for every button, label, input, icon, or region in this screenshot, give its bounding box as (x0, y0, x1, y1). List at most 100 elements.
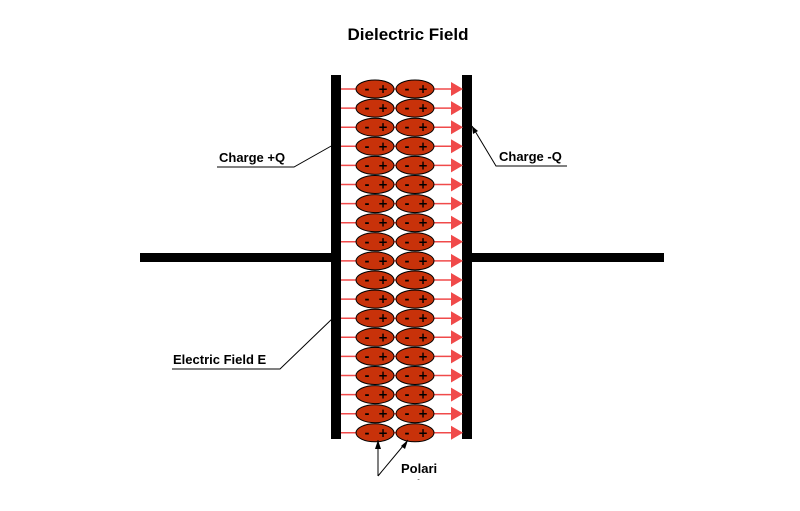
negative-sign: - (405, 254, 410, 268)
negative-sign: - (365, 216, 370, 230)
negative-sign: - (365, 139, 370, 153)
field-arrowhead (451, 139, 463, 154)
molecule-body (395, 117, 435, 137)
positive-sign: + (378, 254, 388, 268)
negative-sign: - (365, 101, 370, 115)
polarized-molecule: -+ (355, 385, 395, 405)
molecule-body (355, 98, 395, 118)
polarized-molecule: -+ (355, 270, 395, 290)
negative-sign: - (405, 426, 410, 440)
negative-sign: - (365, 407, 370, 421)
positive-sign: + (378, 82, 388, 96)
field-arrowhead (451, 82, 463, 96)
positive-sign: + (378, 235, 388, 249)
negative-sign: - (365, 349, 370, 363)
molecule-body (395, 385, 435, 405)
polarized-molecule: -+ (395, 117, 435, 137)
charge-negative-arrowhead (472, 126, 478, 134)
positive-plate (331, 75, 341, 439)
molecule-body (355, 404, 395, 424)
molecule-body (395, 98, 435, 118)
polarized-molecule: -+ (395, 251, 435, 271)
negative-sign: - (405, 273, 410, 287)
polarized-molecule: -+ (395, 404, 435, 424)
molecule-body (355, 251, 395, 271)
negative-sign: - (405, 235, 410, 249)
polarized-molecule: -+ (395, 79, 435, 99)
negative-sign: - (405, 388, 410, 402)
molecule-body (395, 270, 435, 290)
polarized-molecule: -+ (355, 366, 395, 385)
molecule-body (395, 327, 435, 347)
positive-sign: + (378, 388, 388, 402)
polarized-molecule: -+ (395, 155, 435, 175)
molecule-body (355, 155, 395, 175)
positive-sign: + (418, 120, 428, 134)
field-arrowhead (451, 330, 463, 345)
polarized-molecule: -+ (395, 232, 435, 252)
polarized-molecule: -+ (355, 232, 395, 252)
positive-sign: + (378, 369, 388, 383)
negative-sign: - (405, 216, 410, 230)
positive-sign: + (418, 101, 428, 115)
molecule-body (355, 136, 395, 156)
positive-sign: + (378, 158, 388, 172)
positive-sign: + (418, 292, 428, 306)
polarized-molecule: -+ (355, 117, 395, 137)
positive-sign: + (418, 197, 428, 211)
field-arrowhead (451, 349, 463, 364)
negative-sign: - (405, 101, 410, 115)
negative-sign: - (405, 120, 410, 134)
molecule-body (355, 289, 395, 309)
field-arrowhead (451, 196, 463, 211)
polarized-molecule: -+ (395, 270, 435, 290)
negative-sign: - (405, 349, 410, 363)
positive-sign: + (418, 178, 428, 192)
negative-sign: - (365, 254, 370, 268)
positive-sign: + (378, 139, 388, 153)
label-mask-bottom (380, 482, 490, 502)
molecule-body (355, 327, 395, 347)
field-arrowhead (451, 368, 463, 383)
polarized-molecule: -+ (395, 98, 435, 118)
positive-sign: + (418, 216, 428, 230)
molecule-body (355, 232, 395, 252)
charge-positive-label: Charge +Q (219, 150, 285, 165)
negative-sign: - (405, 139, 410, 153)
negative-sign: - (365, 120, 370, 134)
polarized-molecule: -+ (395, 346, 435, 366)
negative-sign: - (405, 407, 410, 421)
electric-field-label: Electric Field E (173, 352, 267, 367)
molecule-body (355, 213, 395, 233)
molecule-body (395, 366, 435, 385)
molecule-body (395, 289, 435, 309)
positive-sign: + (418, 388, 428, 402)
positive-sign: + (418, 407, 428, 421)
molecule-body (355, 117, 395, 137)
negative-sign: - (405, 158, 410, 172)
positive-sign: + (418, 82, 428, 96)
left-wire (140, 253, 332, 262)
positive-sign: + (378, 178, 388, 192)
field-arrowhead (451, 120, 463, 135)
molecule-body (395, 232, 435, 252)
polarized-molecule: -+ (355, 194, 395, 214)
field-arrowhead (451, 387, 463, 402)
molecule-body (395, 194, 435, 214)
negative-sign: - (405, 369, 410, 383)
molecule-body (395, 155, 435, 175)
field-arrowhead (451, 406, 463, 421)
molecule-body (355, 270, 395, 290)
polarized-molecules: -+-+-+-+-+-+-+-+-+-+-+-+-+-+-+-+-+-+-+-+… (355, 79, 435, 443)
molecule-body (355, 175, 395, 194)
positive-sign: + (378, 311, 388, 325)
molecule-body (355, 385, 395, 405)
positive-sign: + (418, 349, 428, 363)
positive-sign: + (418, 273, 428, 287)
positive-sign: + (378, 349, 388, 363)
negative-sign: - (405, 197, 410, 211)
polarized-molecule: -+ (355, 308, 395, 328)
electric-field-leader (172, 317, 334, 370)
positive-sign: + (418, 330, 428, 344)
